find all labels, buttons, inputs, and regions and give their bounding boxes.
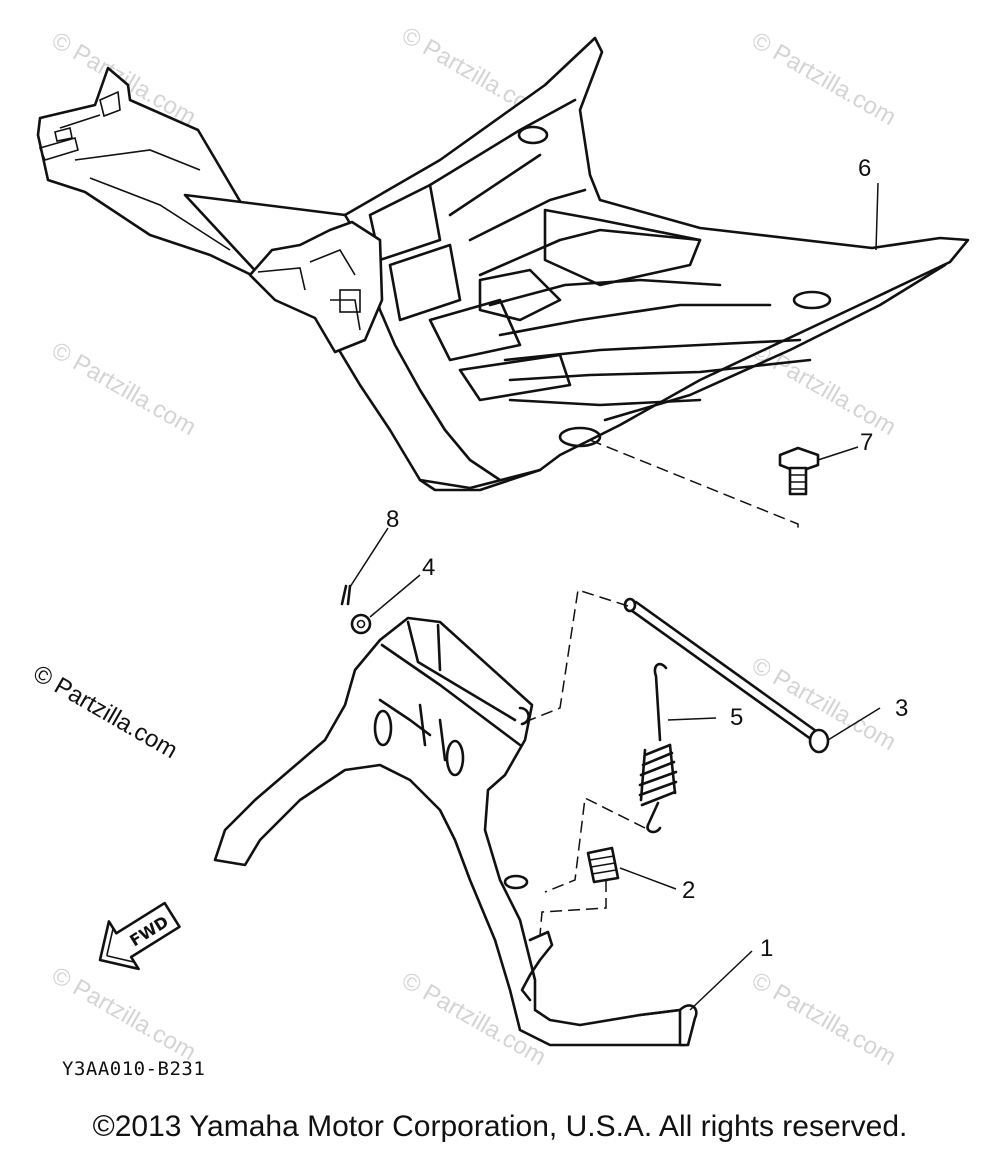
callout-7: 7: [860, 429, 873, 456]
callout-labels: 6 7 8 4 3 5 2 1: [386, 155, 908, 962]
floor-panel-part-6: [36, 36, 970, 492]
diagram-reference-code: Y3AA010-B231: [62, 1058, 206, 1080]
leader-lines: [349, 182, 881, 1011]
shaft-part-3: [623, 597, 830, 754]
callout-8: 8: [386, 506, 399, 533]
callout-5: 5: [730, 704, 743, 731]
assembly-lines: [529, 439, 799, 936]
fwd-arrow: FWD: [98, 901, 181, 971]
watermark-text: © Partzilla.com: [747, 27, 901, 131]
watermark-text: © Partzilla.com: [747, 337, 901, 441]
stopper-part-2: [586, 846, 620, 884]
watermark-text: © Partzilla.com: [747, 967, 901, 1071]
washer-part-4: [350, 613, 372, 635]
callout-3: 3: [895, 695, 908, 722]
spring-part-5: [638, 662, 678, 834]
callout-1: 1: [760, 935, 773, 962]
main-stand-part-1: [213, 616, 698, 1047]
callout-6: 6: [858, 155, 871, 182]
watermark-text: © Partzilla.com: [47, 962, 201, 1066]
cotter-pin-part-8: [340, 584, 352, 606]
callout-4: 4: [422, 554, 435, 581]
callout-2: 2: [682, 877, 695, 904]
bolt-part-7: [778, 446, 820, 496]
copyright-notice: ©2013 Yamaha Motor Corporation, U.S.A. A…: [92, 1110, 908, 1143]
watermark-text: © Partzilla.com: [47, 337, 201, 441]
